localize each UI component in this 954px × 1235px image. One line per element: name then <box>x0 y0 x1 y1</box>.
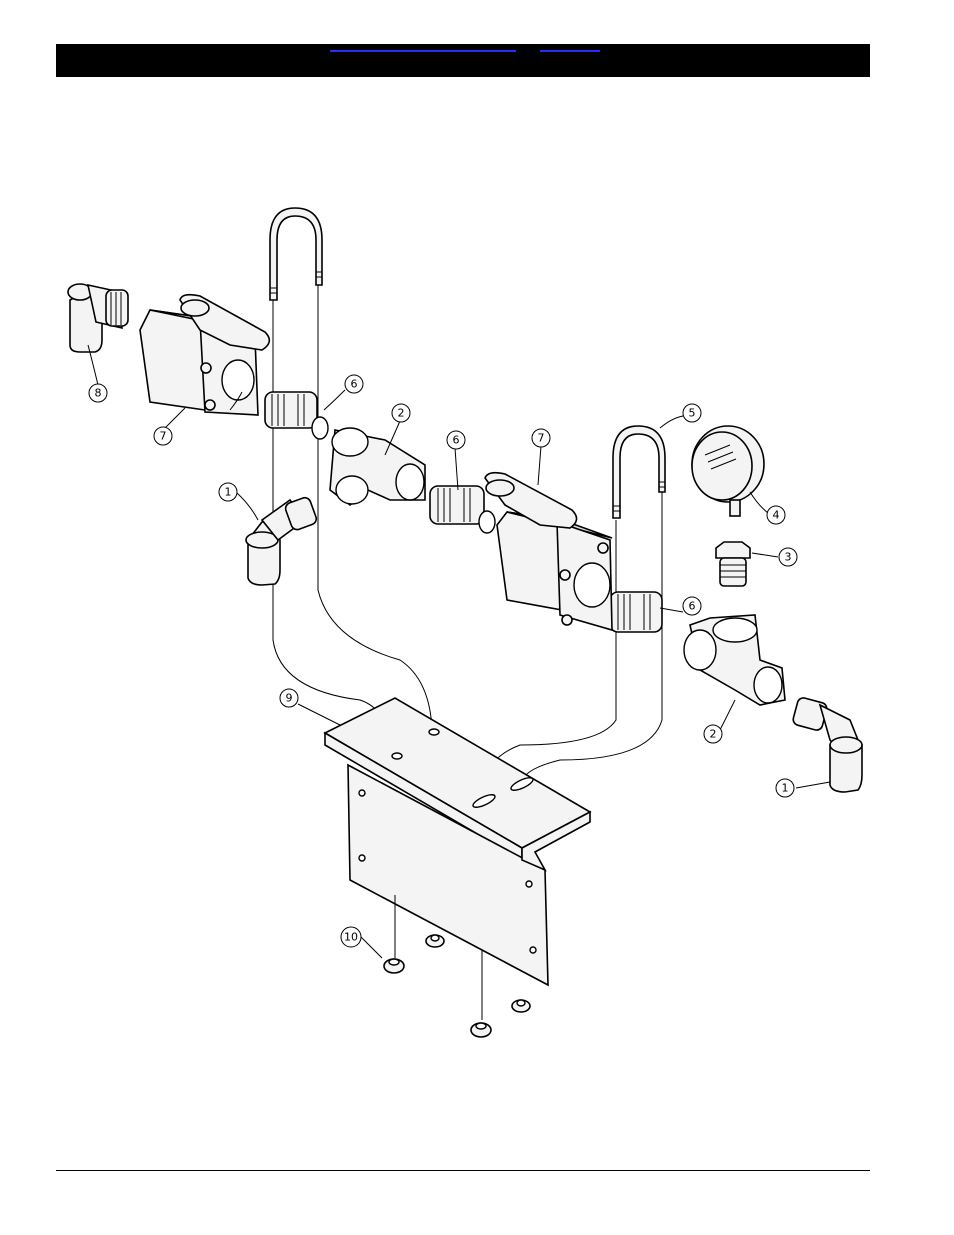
callout-10-label: 10 <box>344 931 358 944</box>
callout-4-label: 4 <box>773 509 780 522</box>
nipple-fitting-1 <box>265 392 328 439</box>
ball-valve-right <box>485 473 612 630</box>
footer-rule <box>56 1170 870 1171</box>
callout-6-left: 6 <box>345 375 363 393</box>
ball-valve-left <box>140 295 269 415</box>
callout-3: 3 <box>779 548 797 566</box>
callout-1-left-label: 1 <box>225 486 232 499</box>
callout-4: 4 <box>767 506 785 524</box>
callout-7-left-label: 7 <box>160 430 167 443</box>
callout-10: 10 <box>341 927 361 947</box>
elbow-fitting-center <box>246 496 318 585</box>
bushing-fitting <box>716 542 750 586</box>
callout-6-right: 6 <box>683 597 701 615</box>
callout-3-label: 3 <box>785 551 792 564</box>
callout-8-label: 8 <box>95 387 102 400</box>
callout-5-label: 5 <box>689 407 696 420</box>
nut-3 <box>512 1000 530 1012</box>
callout-7-right-label: 7 <box>538 432 545 445</box>
u-bolt-left <box>270 208 322 300</box>
tee-fitting-left <box>330 428 425 505</box>
mounting-bracket <box>325 698 590 1020</box>
nut-1 <box>384 959 404 973</box>
callout-2-right: 2 <box>704 725 722 743</box>
callout-7-left: 7 <box>154 427 172 445</box>
callout-2-left: 2 <box>392 404 410 422</box>
callout-8: 8 <box>89 384 107 402</box>
callout-9-label: 9 <box>286 692 293 705</box>
callout-6-right-label: 6 <box>689 600 696 613</box>
callout-6-left-label: 6 <box>351 378 358 391</box>
callout-2-right-label: 2 <box>710 728 717 741</box>
callout-9: 9 <box>280 689 298 707</box>
callout-1-right: 1 <box>776 779 794 797</box>
callout-6-center-label: 6 <box>453 434 460 447</box>
nut-2 <box>426 935 444 947</box>
tee-fitting-right <box>684 615 785 705</box>
callout-5: 5 <box>683 404 701 422</box>
elbow-fitting-left <box>68 284 128 352</box>
elbow-fitting-right <box>792 697 862 792</box>
callout-2-left-label: 2 <box>398 407 405 420</box>
callout-1-left: 1 <box>219 483 237 501</box>
pressure-gauge <box>692 426 764 516</box>
callout-7-right: 7 <box>532 429 550 447</box>
nipple-fitting-2 <box>430 486 495 533</box>
nut-4 <box>471 1023 491 1037</box>
callout-1-right-label: 1 <box>782 782 789 795</box>
nipple-fitting-3 <box>610 592 662 632</box>
u-bolt-right <box>613 426 665 518</box>
callout-6-center: 6 <box>447 431 465 449</box>
